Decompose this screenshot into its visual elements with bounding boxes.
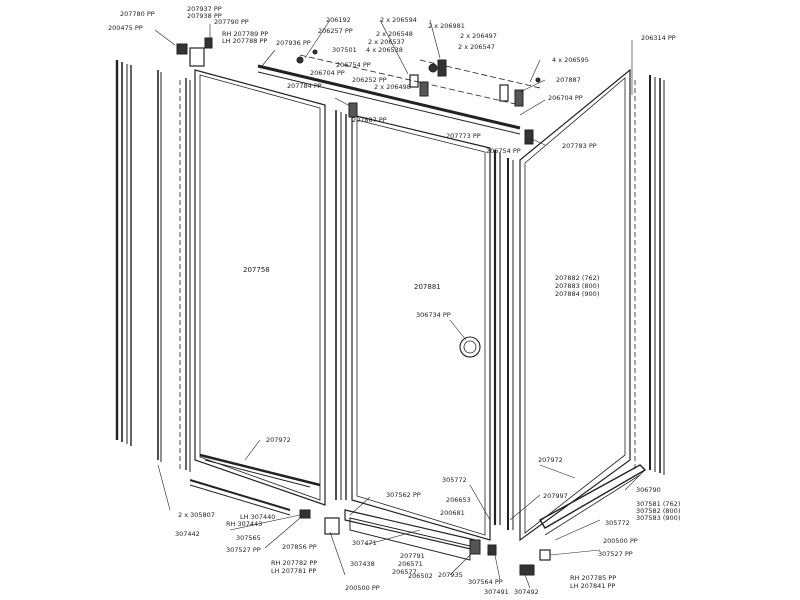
label-207783: 207783 PP	[562, 142, 597, 150]
label-206704a: 206704 PP	[310, 69, 345, 77]
label-307492: 307492	[514, 588, 539, 596]
label-207887b: 207887 PP	[352, 116, 387, 124]
label-207936: 207936 PP	[276, 39, 311, 47]
label-207785: RH 207785 PP	[570, 574, 616, 582]
label-207856: 207856 PP	[282, 543, 317, 551]
label-207758: 207758	[243, 266, 270, 274]
label-305772a: 305772	[442, 476, 467, 484]
label-207789: RH 207789 PP	[222, 30, 268, 38]
label-206497: 2 x 206497	[460, 32, 497, 40]
label-305772b: 305772	[605, 519, 630, 527]
label-307565: 307565	[236, 534, 261, 542]
right-wall-profile	[649, 75, 665, 475]
label-207791: 207791	[400, 552, 425, 560]
label-307471: 307471	[352, 539, 377, 547]
label-206754a: 206754 PP	[336, 61, 371, 69]
label-200475: 200475 PP	[108, 24, 143, 32]
label-207935: 207935	[438, 571, 463, 579]
label-206571: 206571	[398, 560, 423, 568]
label-207782: RH 207782 PP	[271, 559, 317, 567]
label-207881: 207881	[414, 283, 441, 291]
label-307582: 307582 (800)	[636, 507, 680, 515]
label-307442: 307442	[175, 530, 200, 538]
label-307527a: 307527 PP	[226, 546, 261, 554]
label-207780: 207780 PP	[120, 10, 155, 18]
label-206548: 2 x 206548	[376, 30, 413, 38]
label-307491: 307491	[484, 588, 509, 596]
label-207882: 207882 (762)	[555, 274, 599, 282]
label-207938: 207938 PP	[187, 12, 222, 20]
label-206502: 206502	[408, 572, 433, 580]
label-206594: 2 x 206594	[380, 16, 417, 24]
label-206537: 2 x 206537	[368, 38, 405, 46]
label-307581: 307581 (762)	[636, 500, 680, 508]
label-207884: 207884 (900)	[555, 290, 599, 298]
label-200681: 200681	[440, 509, 465, 517]
label-207883: 207883 (800)	[555, 282, 599, 290]
label-306790: 306790	[636, 486, 661, 494]
label-207784: 207784 PP	[287, 82, 322, 90]
label-206981: 2 x 206981	[428, 22, 465, 30]
label-307438: 307438	[350, 560, 375, 568]
label-307564: 307564 PP	[468, 578, 503, 586]
label-206314: 206314 PP	[641, 34, 676, 42]
label-307501: 307501	[332, 46, 357, 54]
label-206498: 2 x 206498	[374, 83, 411, 91]
label-207972a: 207972	[266, 436, 291, 444]
label-207773: 207773 PP	[446, 132, 481, 140]
label-206595: 4 x 206595	[552, 56, 589, 64]
label-200500b: 200500 PP	[603, 537, 638, 545]
label-207997: 207997	[543, 492, 568, 500]
label-207788: LH 207788 PP	[222, 37, 267, 45]
label-207841: LH 207841 PP	[570, 582, 615, 590]
label-207937: 207937 PP	[187, 5, 222, 13]
left-seal-strip	[157, 70, 162, 462]
label-207972b: 207972	[538, 456, 563, 464]
label-305807: 2 x 305807	[178, 511, 215, 519]
label-206252: 206252 PP	[352, 76, 387, 84]
label-307443: RH 307443	[226, 520, 262, 528]
label-206754b: 206754 PP	[486, 147, 521, 155]
bottom-tray	[189, 464, 647, 561]
label-307562: 307562 PP	[386, 491, 421, 499]
label-307527b: 307527 PP	[598, 550, 633, 558]
label-207790: 207790 PP	[214, 18, 249, 26]
top-rail	[257, 54, 541, 135]
right-side-panel	[519, 68, 636, 542]
label-206704b: 206704 PP	[548, 94, 583, 102]
label-206192: 206192	[326, 16, 351, 24]
label-207781: LH 207781 PP	[271, 567, 316, 575]
label-307583: 307583 (900)	[636, 514, 680, 522]
label-206577: 206577	[392, 568, 417, 576]
label-306734: 306734 PP	[416, 311, 451, 319]
label-206257: 206257 PP	[318, 27, 353, 35]
label-307440: LH 307440	[240, 513, 275, 521]
label-206547: 2 x 206547	[458, 43, 495, 51]
label-207887a: 207887	[556, 76, 581, 84]
left-fixed-panel	[194, 69, 326, 506]
label-206538: 4 x 206538	[366, 46, 403, 54]
door-panel	[351, 114, 491, 541]
left-wall-profile	[115, 60, 132, 446]
label-206653: 206653	[446, 496, 471, 504]
label-200500a: 200500 PP	[345, 584, 380, 592]
